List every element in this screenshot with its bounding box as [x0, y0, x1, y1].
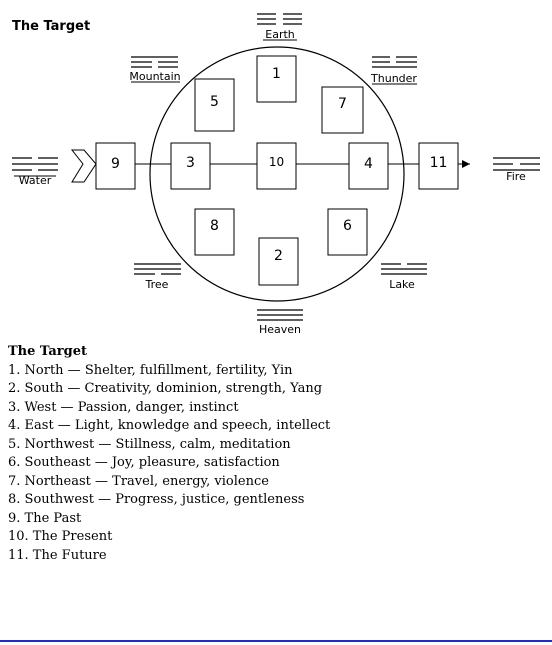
box-8: 8	[194, 208, 235, 256]
legend-item: 6. Southeast — Joy, pleasure, satisfacti…	[8, 455, 280, 470]
box-3-label: 3	[186, 155, 195, 171]
legend-item: 1. North — Shelter, fulfillment, fertili…	[8, 362, 293, 378]
diagram-title: The Target	[12, 19, 90, 34]
trigram-water-label: Water	[19, 174, 52, 187]
box-2-label: 2	[274, 248, 283, 264]
trigram-lake-label: Lake	[389, 278, 415, 291]
box-8-label: 8	[210, 218, 219, 234]
box-5-label: 5	[210, 94, 219, 110]
legend-item: 8. Southwest — Progress, justice, gentle…	[8, 492, 305, 507]
box-11: 11	[418, 142, 459, 190]
legend-item: 2. South — Creativity, dominion, strengt…	[8, 381, 323, 396]
box-10: 10	[256, 142, 297, 190]
target-diagram: The Target 1 5 7 9 3 10 4 11 8	[12, 13, 540, 336]
trigram-earth-icon	[257, 13, 302, 25]
box-6: 6	[327, 208, 368, 256]
box-5: 5	[194, 78, 235, 132]
legend: The Target 1. North — Shelter, fulfillme…	[8, 343, 548, 565]
target-circle	[149, 46, 405, 302]
past-chevron-icon	[70, 149, 97, 183]
trigram-heaven-icon	[257, 309, 303, 321]
trigram-fire-icon	[493, 157, 540, 171]
box-7: 7	[321, 86, 364, 134]
bottom-divider	[0, 640, 552, 642]
box-10-label: 10	[269, 155, 284, 169]
box-9-label: 9	[111, 156, 120, 172]
box-9: 9	[95, 142, 136, 190]
legend-list: 1. North — Shelter, fulfillment, fertili…	[8, 362, 548, 566]
box-4-label: 4	[364, 156, 373, 172]
trigram-earth-label: Earth	[265, 28, 295, 41]
legend-item: 4. East — Light, knowledge and speech, i…	[8, 418, 331, 433]
box-4: 4	[348, 142, 389, 190]
legend-item: 5. Northwest — Stillness, calm, meditati…	[8, 436, 291, 452]
legend-title: The Target	[8, 344, 87, 359]
legend-item: 7. Northeast — Travel, energy, violence	[8, 473, 269, 489]
box-3: 3	[170, 142, 211, 190]
trigram-thunder-icon	[372, 56, 417, 68]
future-arrowhead	[462, 160, 470, 168]
box-1: 1	[256, 55, 297, 103]
trigram-water-icon	[12, 157, 58, 171]
trigram-heaven-label: Heaven	[259, 323, 301, 336]
trigram-fire-label: Fire	[506, 170, 526, 183]
trigram-tree-icon	[134, 263, 181, 275]
legend-item: 3. West — Passion, danger, instinct	[8, 399, 239, 415]
box-11-label: 11	[430, 155, 448, 171]
box-1-label: 1	[272, 66, 281, 82]
box-7-label: 7	[338, 96, 347, 112]
trigram-tree-label: Tree	[145, 278, 169, 291]
trigram-mountain-icon	[131, 56, 178, 68]
legend-item: 10. The Present	[8, 529, 113, 544]
box-2: 2	[258, 237, 299, 286]
trigram-thunder-label: Thunder	[370, 72, 417, 85]
trigram-mountain-label: Mountain	[129, 70, 180, 83]
trigram-lake-icon	[381, 263, 427, 275]
box-6-label: 6	[343, 218, 352, 234]
legend-item: 11. The Future	[8, 547, 107, 563]
legend-item: 9. The Past	[8, 510, 82, 526]
